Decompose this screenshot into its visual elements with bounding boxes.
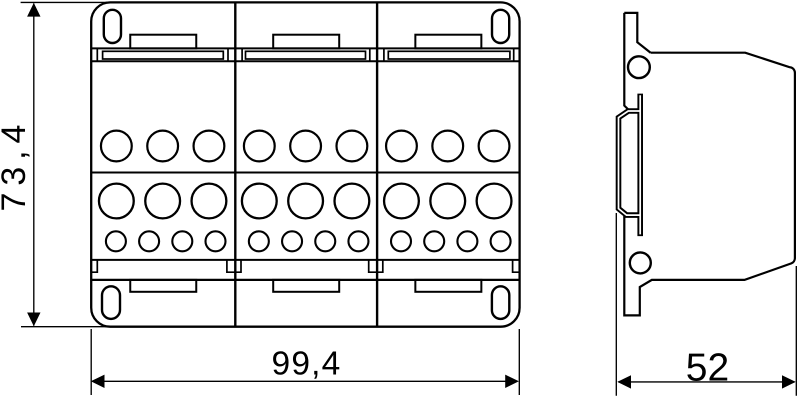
svg-text:52: 52 — [686, 346, 729, 389]
svg-text:73,4: 73,4 — [0, 118, 33, 212]
svg-text:99,4: 99,4 — [271, 345, 341, 382]
